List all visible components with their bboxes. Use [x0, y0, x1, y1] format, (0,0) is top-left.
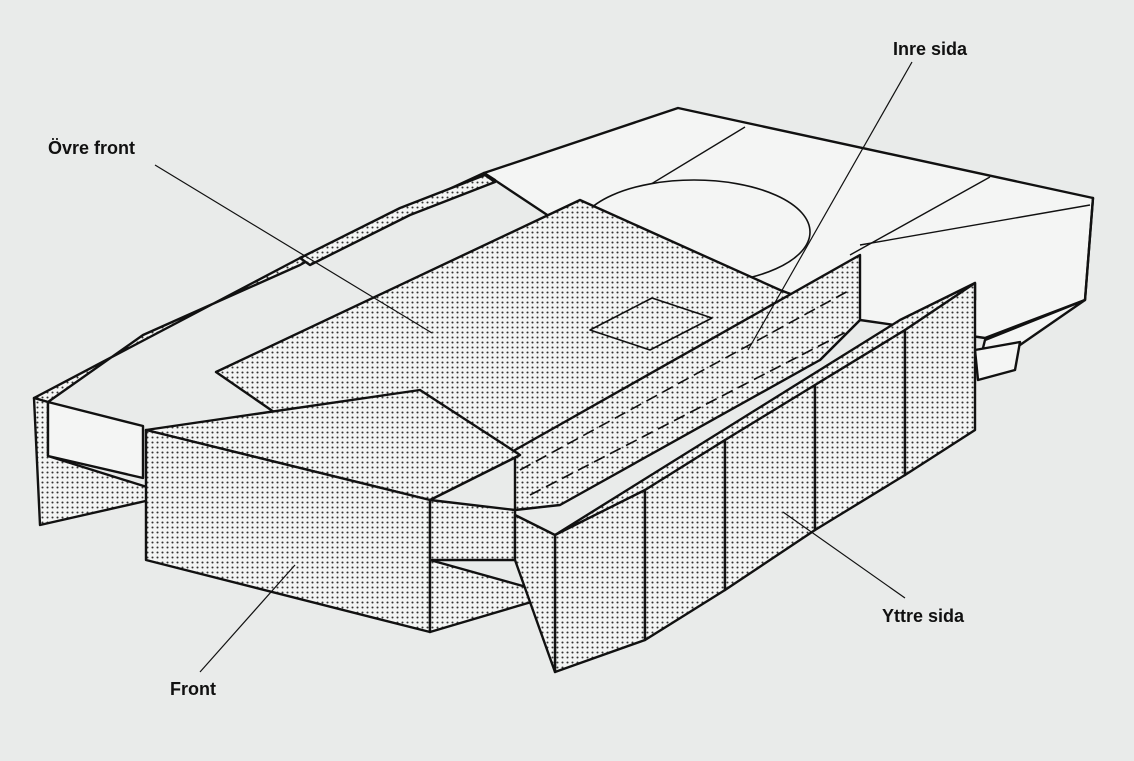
label-front: Front [170, 679, 216, 699]
leader-front [199, 564, 296, 673]
front-block-side [428, 498, 517, 562]
outer-side-panel-4 [813, 328, 907, 532]
front-block-lower [428, 558, 557, 634]
outer-side-front-face [513, 513, 557, 674]
outer-side-panel-2 [643, 438, 727, 642]
leader-inre-sida [747, 61, 913, 351]
left-arm-strip [298, 173, 497, 267]
leader-yttre-sida [782, 511, 906, 599]
upper-front-dashed-edge [215, 199, 581, 373]
outer-side-panel-1 [553, 488, 647, 674]
left-arm-inner-plain [46, 400, 145, 480]
outer-side-panel-5 [903, 281, 977, 477]
rear-lower-step [973, 340, 1022, 382]
label-ovre-front: Övre front [48, 138, 136, 158]
label-yttre-sida: Yttre sida [882, 606, 965, 626]
small-rectangle [589, 297, 713, 351]
leader-ovre-front [154, 164, 433, 334]
outer-side-panel-3 [723, 383, 817, 592]
label-inre-sida: Inre sida [893, 39, 968, 59]
